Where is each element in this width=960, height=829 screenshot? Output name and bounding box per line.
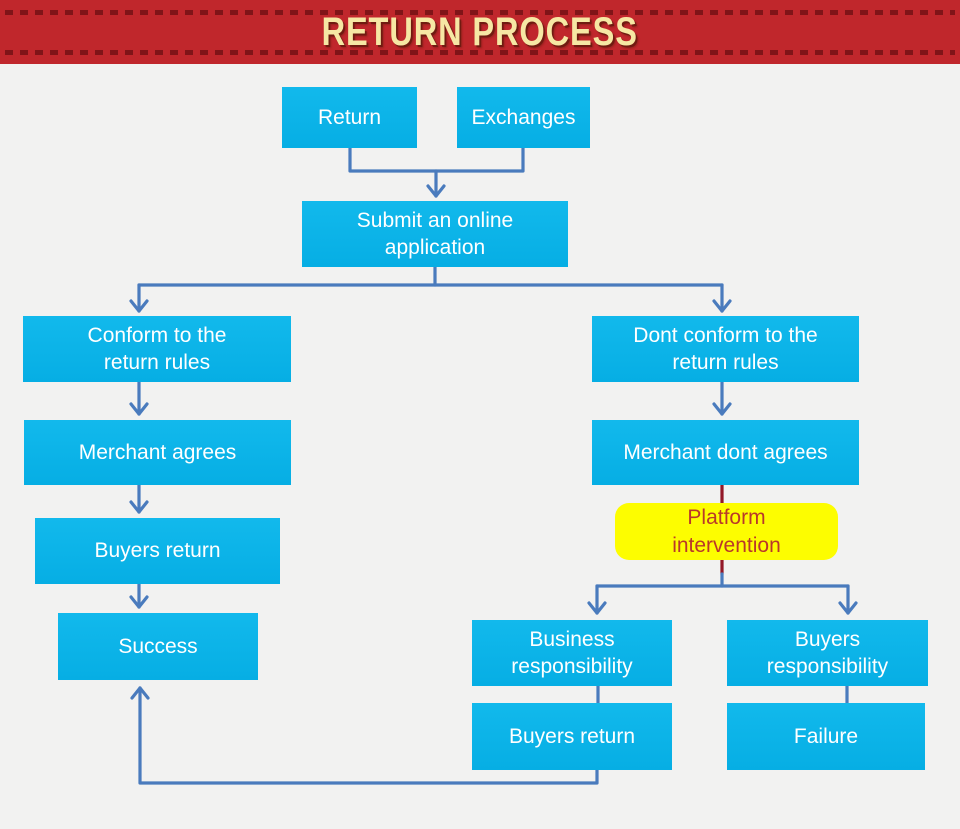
node-platform-intervention: Platform intervention <box>615 503 838 560</box>
node-merchant-dont-agrees: Merchant dont agrees <box>592 420 859 485</box>
arrowhead-conform-to-merchant-agrees <box>129 402 149 416</box>
banner-stitch-bottom <box>5 50 955 55</box>
arrowhead-split-to-conform <box>129 299 149 313</box>
node-merchant-agrees: Merchant agrees <box>24 420 291 485</box>
edge-return-exchanges-merge <box>348 146 525 173</box>
node-buyers-responsibility: Buyers responsibility <box>727 620 928 686</box>
arrowhead-split2-to-buyers-resp <box>838 601 858 615</box>
arrowhead-buyers-return-to-success <box>129 595 149 609</box>
page-title: RETURN PROCESS <box>321 9 639 54</box>
node-buyers-return-2: Buyers return <box>472 703 672 770</box>
node-success: Success <box>58 613 258 680</box>
node-return: Return <box>282 87 417 148</box>
node-buyers-return: Buyers return <box>35 518 280 584</box>
arrowhead-split2-to-business <box>587 601 607 615</box>
node-submit-application: Submit an online application <box>302 201 568 267</box>
arrowhead-merge-to-submit <box>426 184 446 198</box>
header-banner: RETURN PROCESS <box>0 0 960 64</box>
arrowhead-dont-conform-to-merchant-dont <box>712 402 732 416</box>
node-conform-rules: Conform to the return rules <box>23 316 291 382</box>
banner-stitch-top <box>5 10 955 15</box>
arrowhead-buyers-return-to-success-loop <box>130 686 150 700</box>
arrowhead-merchant-agrees-to-buyers-return <box>129 500 149 514</box>
node-dont-conform-rules: Dont conform to the return rules <box>592 316 859 382</box>
node-exchanges: Exchanges <box>457 87 590 148</box>
node-failure: Failure <box>727 703 925 770</box>
arrowhead-split-to-dont-conform <box>712 299 732 313</box>
node-business-responsibility: Business responsibility <box>472 620 672 686</box>
